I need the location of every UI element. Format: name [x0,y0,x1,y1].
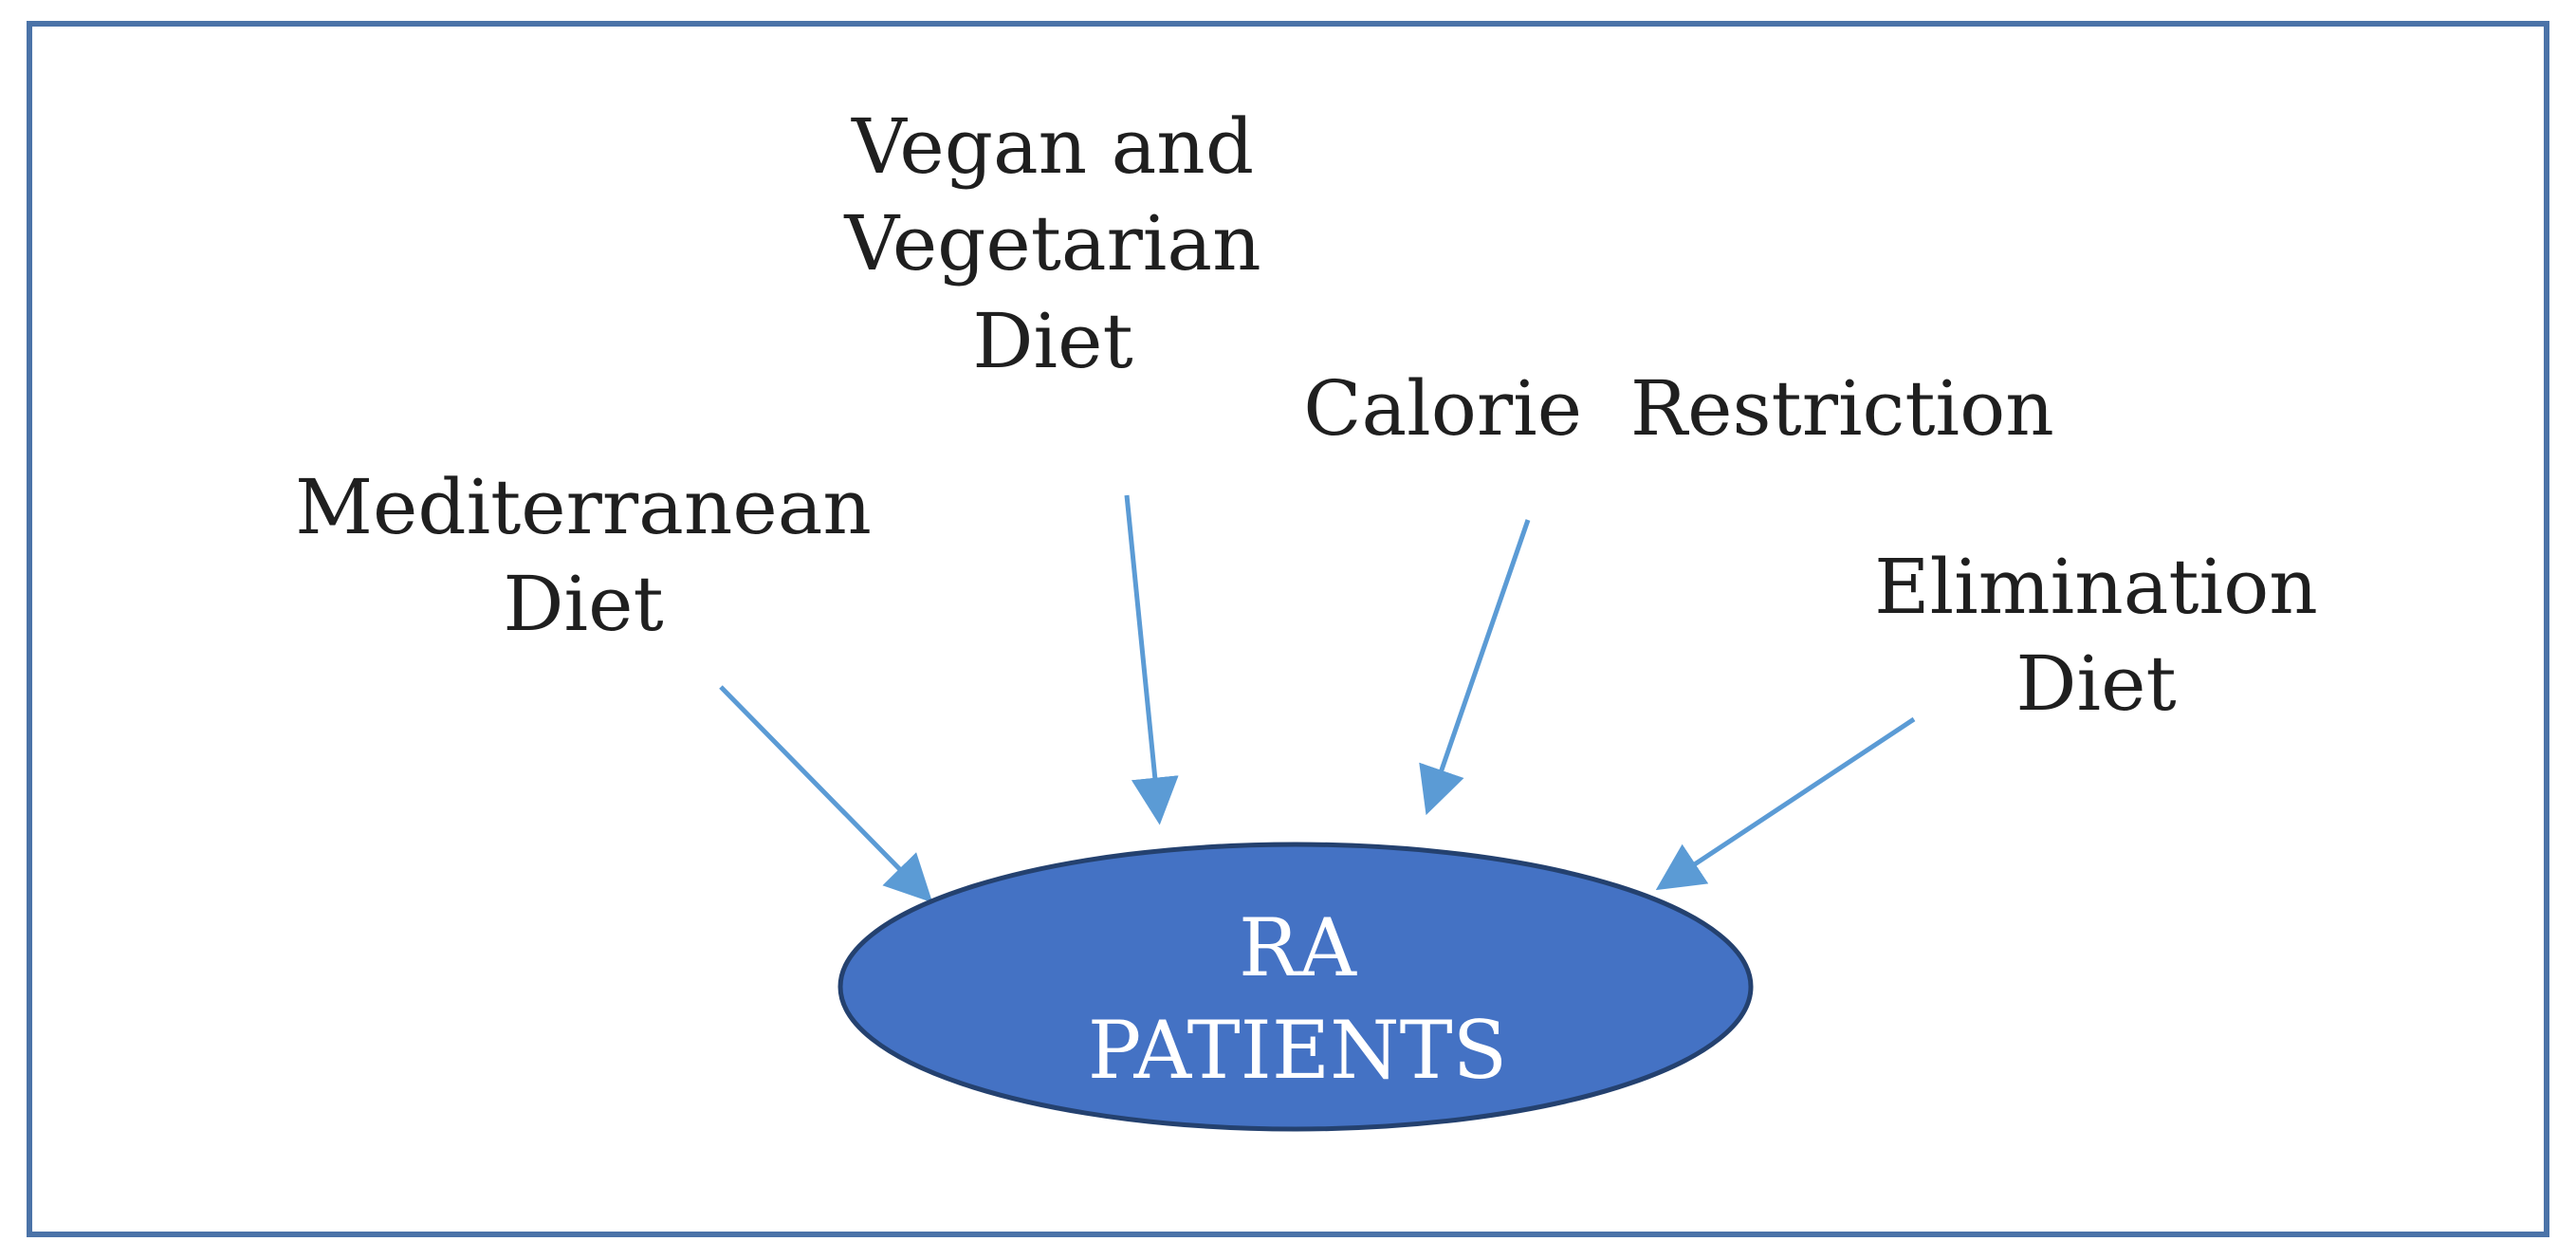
arrow-calorie [1419,519,1531,816]
ra-label-line-1: RA [1239,901,1356,994]
vegan-line-1: Vegan and [851,102,1255,191]
ra-label-line-2: PATIENTS [1087,1003,1508,1097]
arrow-mediterranean [719,685,933,903]
calorie-line-1: Calorie Restriction [1303,364,2054,453]
mediterranean-line-2: Diet [503,560,664,649]
arrow-elimination [1655,716,1916,891]
arrow-vegan [1124,494,1179,825]
ra-patients-ellipse [837,842,1754,1132]
elimination-diet-label: Elimination Diet [1783,539,2409,733]
ra-patients-label: RA PATIENTS [842,898,1753,1102]
mediterranean-diet-label: Mediterranean Diet [251,459,915,654]
vegan-line-2: Vegetarian [844,199,1261,288]
elimination-line-2: Diet [2015,639,2177,729]
elimination-line-1: Elimination [1874,543,2318,631]
vegan-line-3: Diet [972,296,1133,385]
mediterranean-line-1: Mediterranean [295,463,872,551]
vegan-vegetarian-diet-label: Vegan and Vegetarian Diet [759,99,1347,390]
calorie-restriction-label: Calorie Restriction [1271,361,2087,457]
